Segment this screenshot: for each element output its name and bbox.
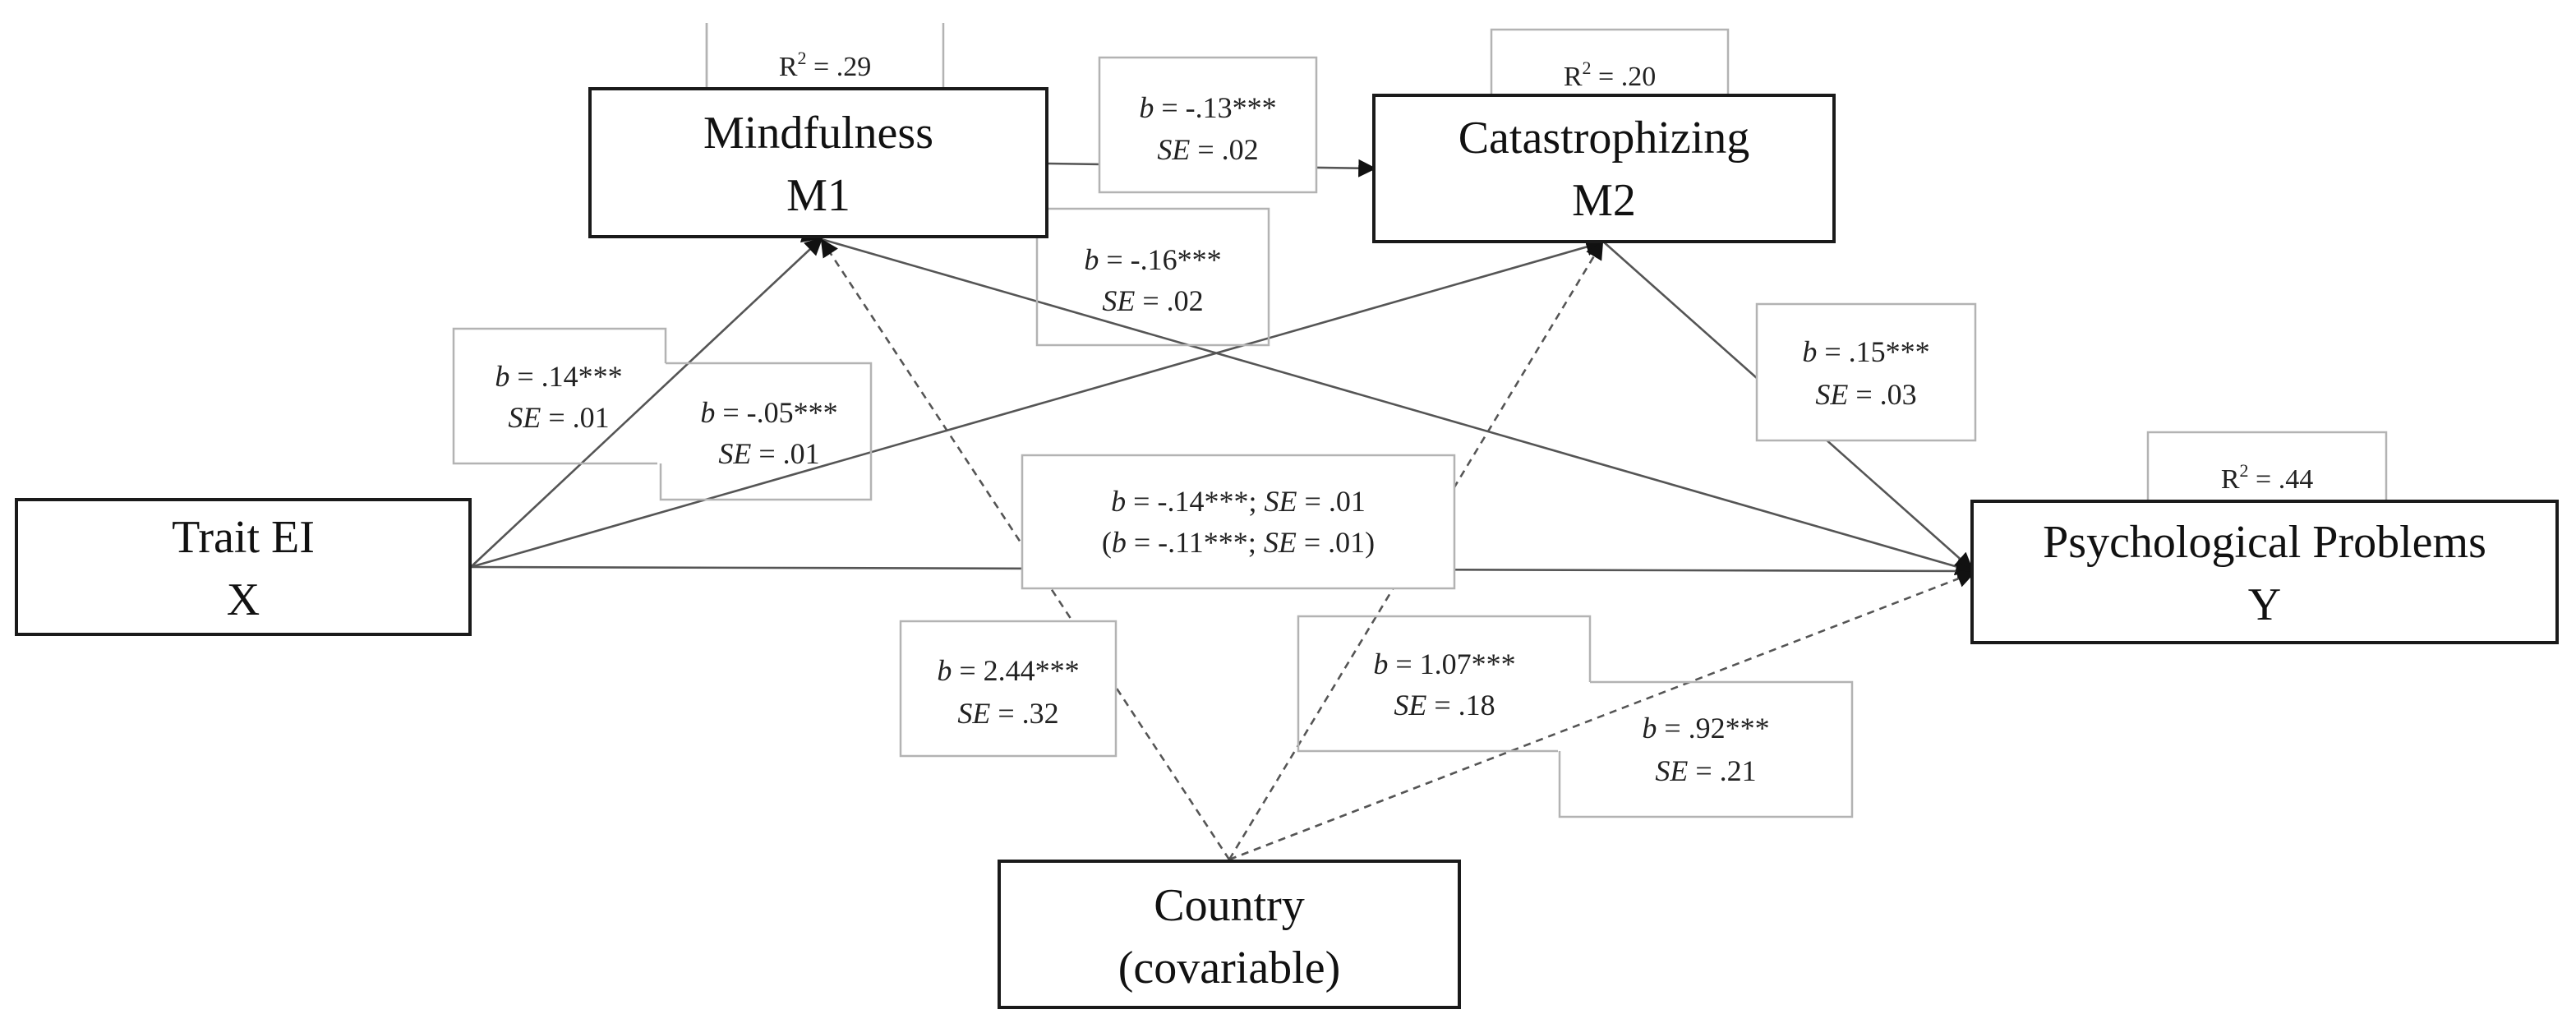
- svg-text:SE = .21: SE = .21: [1655, 754, 1756, 787]
- coef-se-x-m2: .01: [783, 437, 820, 470]
- r2-label-m2: R2 = .20: [1490, 28, 1730, 97]
- svg-text:b = .92***: b = .92***: [1642, 712, 1769, 744]
- coef-se-m2-y: .03: [1880, 378, 1917, 411]
- svg-text:SE = .03: SE = .03: [1815, 378, 1916, 411]
- coef-b-x-y-direct: -.11***: [1158, 526, 1248, 559]
- node-psychological-problems: Psychological Problems Y: [1970, 500, 2559, 644]
- coef-se-country-m2: .18: [1459, 689, 1495, 721]
- se-symbol: SE: [718, 437, 751, 470]
- coef-b-country-m2: 1.07***: [1420, 648, 1516, 680]
- node-country: Country (covariable): [998, 860, 1461, 1009]
- r2-value-m1: .29: [836, 52, 872, 82]
- coef-se-m1-y: .02: [1167, 284, 1204, 317]
- svg-text:SE = .01: SE = .01: [508, 401, 609, 434]
- coef-se-country-y: .21: [1720, 754, 1757, 787]
- svg-text:SE = .18: SE = .18: [1394, 689, 1495, 721]
- coef-se-x-y-total: .01: [1329, 485, 1366, 518]
- svg-text:R2 = .44: R2 = .44: [2221, 460, 2313, 495]
- coef-b-m2-y: .15***: [1849, 335, 1930, 368]
- coef-b-m1-m2: -.13***: [1186, 91, 1277, 124]
- svg-text:b = -.16***: b = -.16***: [1084, 243, 1221, 276]
- svg-text:b = 1.07***: b = 1.07***: [1373, 648, 1515, 680]
- r2-value-y: .44: [2279, 464, 2314, 495]
- b-symbol: b: [700, 396, 715, 429]
- se-symbol: SE: [1102, 284, 1135, 317]
- node-trait-ei-code: X: [227, 574, 260, 625]
- r2-superscript: 2: [798, 48, 807, 68]
- svg-text:b = .14***: b = .14***: [495, 360, 622, 393]
- path-x-to-m2: [470, 237, 1605, 569]
- r2-prefix: R: [779, 52, 798, 82]
- coef-label-x-m1: b = .14*** SE = .01: [452, 327, 667, 465]
- r2-value-m2: .20: [1621, 62, 1657, 92]
- r2-prefix: R: [1564, 62, 1583, 92]
- svg-text:b = -.05***: b = -.05***: [700, 396, 837, 429]
- coef-label-m1-m2: b = -.13*** SE = .02: [1098, 56, 1318, 194]
- svg-text:b = 2.44***: b = 2.44***: [937, 654, 1079, 687]
- svg-text:SE = .32: SE = .32: [957, 697, 1058, 730]
- r2-label-y: R2 = .44: [2146, 431, 2388, 509]
- svg-text:SE = .02: SE = .02: [1157, 133, 1258, 166]
- b-symbol: b: [1139, 91, 1154, 124]
- svg-text:R2 = .20: R2 = .20: [1564, 58, 1656, 92]
- svg-text:b = .15***: b = .15***: [1802, 335, 1929, 368]
- r2-label-m1: R2 = .29: [705, 23, 945, 89]
- node-catastrophizing: Catastrophizing M2: [1372, 94, 1836, 243]
- coef-label-country-y: b = .92*** SE = .21: [1558, 680, 1854, 818]
- svg-text:b = -.13***: b = -.13***: [1139, 91, 1276, 124]
- svg-text:(b = -.11***; SE = .01): (b = -.11***; SE = .01): [1102, 526, 1375, 559]
- se-symbol: SE: [1157, 133, 1190, 166]
- b-symbol: b: [495, 360, 509, 393]
- coef-b-country-m1: 2.44***: [984, 654, 1080, 687]
- path-x-to-m1: [470, 237, 823, 568]
- node-trait-ei-name: Trait EI: [172, 512, 315, 563]
- r2-eq: =: [2249, 464, 2279, 495]
- coef-label-x-m2: b = -.05*** SE = .01: [659, 362, 873, 501]
- coef-se-x-m1: .01: [573, 401, 610, 434]
- r2-eq: =: [807, 52, 836, 82]
- node-psych-problems-name: Psychological Problems: [2043, 517, 2486, 568]
- se-symbol: SE: [1815, 378, 1848, 411]
- node-mindfulness: Mindfulness M1: [588, 87, 1048, 238]
- node-mindfulness-code: M1: [786, 170, 850, 221]
- coef-label-country-m1: b = 2.44*** SE = .32: [899, 620, 1117, 758]
- node-country-name: Country: [1154, 880, 1305, 931]
- r2-superscript: 2: [1583, 58, 1592, 78]
- svg-text:SE = .01: SE = .01: [718, 437, 819, 470]
- node-country-code: (covariable): [1118, 943, 1340, 993]
- svg-text:b = -.14***; SE = .01: b = -.14***; SE = .01: [1111, 485, 1366, 518]
- coef-b-x-m2: -.05***: [747, 396, 838, 429]
- node-trait-ei: Trait EI X: [15, 498, 472, 636]
- r2-prefix: R: [2221, 464, 2240, 495]
- coef-se-m1-m2: .02: [1222, 133, 1259, 166]
- svg-text:SE = .02: SE = .02: [1102, 284, 1203, 317]
- b-symbol: b: [1802, 335, 1817, 368]
- coef-se-country-m1: .32: [1022, 697, 1059, 730]
- coef-se-x-y-direct: .01: [1328, 526, 1365, 559]
- node-mindfulness-name: Mindfulness: [703, 108, 933, 159]
- coef-b-x-y-total: -.14***: [1157, 485, 1248, 518]
- r2-eq: =: [1592, 62, 1621, 92]
- r2-superscript: 2: [2240, 460, 2249, 481]
- coef-b-x-m1: .14***: [541, 360, 623, 393]
- coef-b-m1-y: -.16***: [1131, 243, 1222, 276]
- b-symbol: b: [1084, 243, 1099, 276]
- coef-label-m1-y: b = -.16*** SE = .02: [1035, 207, 1270, 347]
- coef-b-country-y: .92***: [1689, 712, 1770, 744]
- coef-label-country-m2: b = 1.07*** SE = .18: [1297, 615, 1592, 753]
- node-catastrophizing-code: M2: [1572, 175, 1636, 226]
- se-symbol: SE: [508, 401, 541, 434]
- coef-label-m2-y: b = .15*** SE = .03: [1755, 302, 1977, 442]
- node-psych-problems-code: Y: [2248, 579, 2281, 630]
- svg-text:R2 = .29: R2 = .29: [779, 48, 871, 82]
- path-country-to-y: [1228, 569, 1976, 861]
- node-catastrophizing-name: Catastrophizing: [1459, 113, 1750, 164]
- coef-label-x-y: b = -.14***; SE = .01 (b = -.11***; SE =…: [1021, 454, 1456, 590]
